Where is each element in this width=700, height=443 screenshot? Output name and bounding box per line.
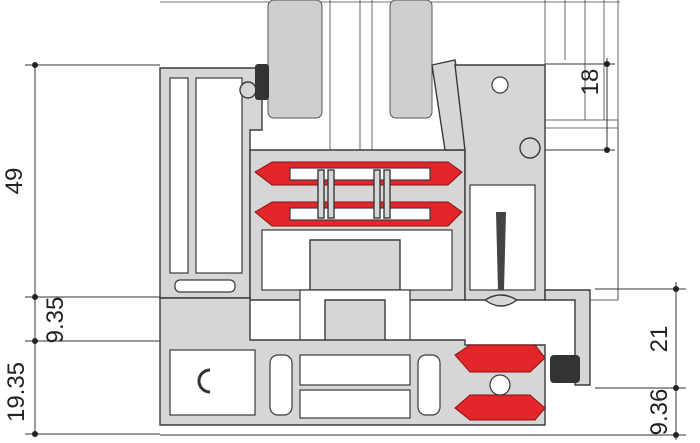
gasket-left bbox=[255, 64, 269, 100]
frame-profile-bottom bbox=[159, 297, 546, 426]
glass-pane-inner bbox=[389, 0, 433, 119]
thermal-break-frame bbox=[454, 344, 580, 421]
dimension-label-9-35: 9.35 bbox=[42, 297, 69, 344]
dimension-label-49: 49 bbox=[1, 168, 28, 195]
glass-pane-outer bbox=[267, 0, 323, 119]
dimension-label-18: 18 bbox=[577, 69, 604, 96]
thermal-break-sash bbox=[254, 161, 463, 227]
dimension-label-21: 21 bbox=[646, 326, 673, 353]
dimension-lines bbox=[25, 58, 686, 440]
gasket-right bbox=[550, 355, 580, 383]
screw-icon bbox=[483, 212, 519, 307]
frame-profile-right bbox=[454, 64, 591, 386]
dimension-label-19-35: 19.35 bbox=[3, 362, 30, 422]
dimension-label-9-36: 9.36 bbox=[646, 389, 673, 436]
